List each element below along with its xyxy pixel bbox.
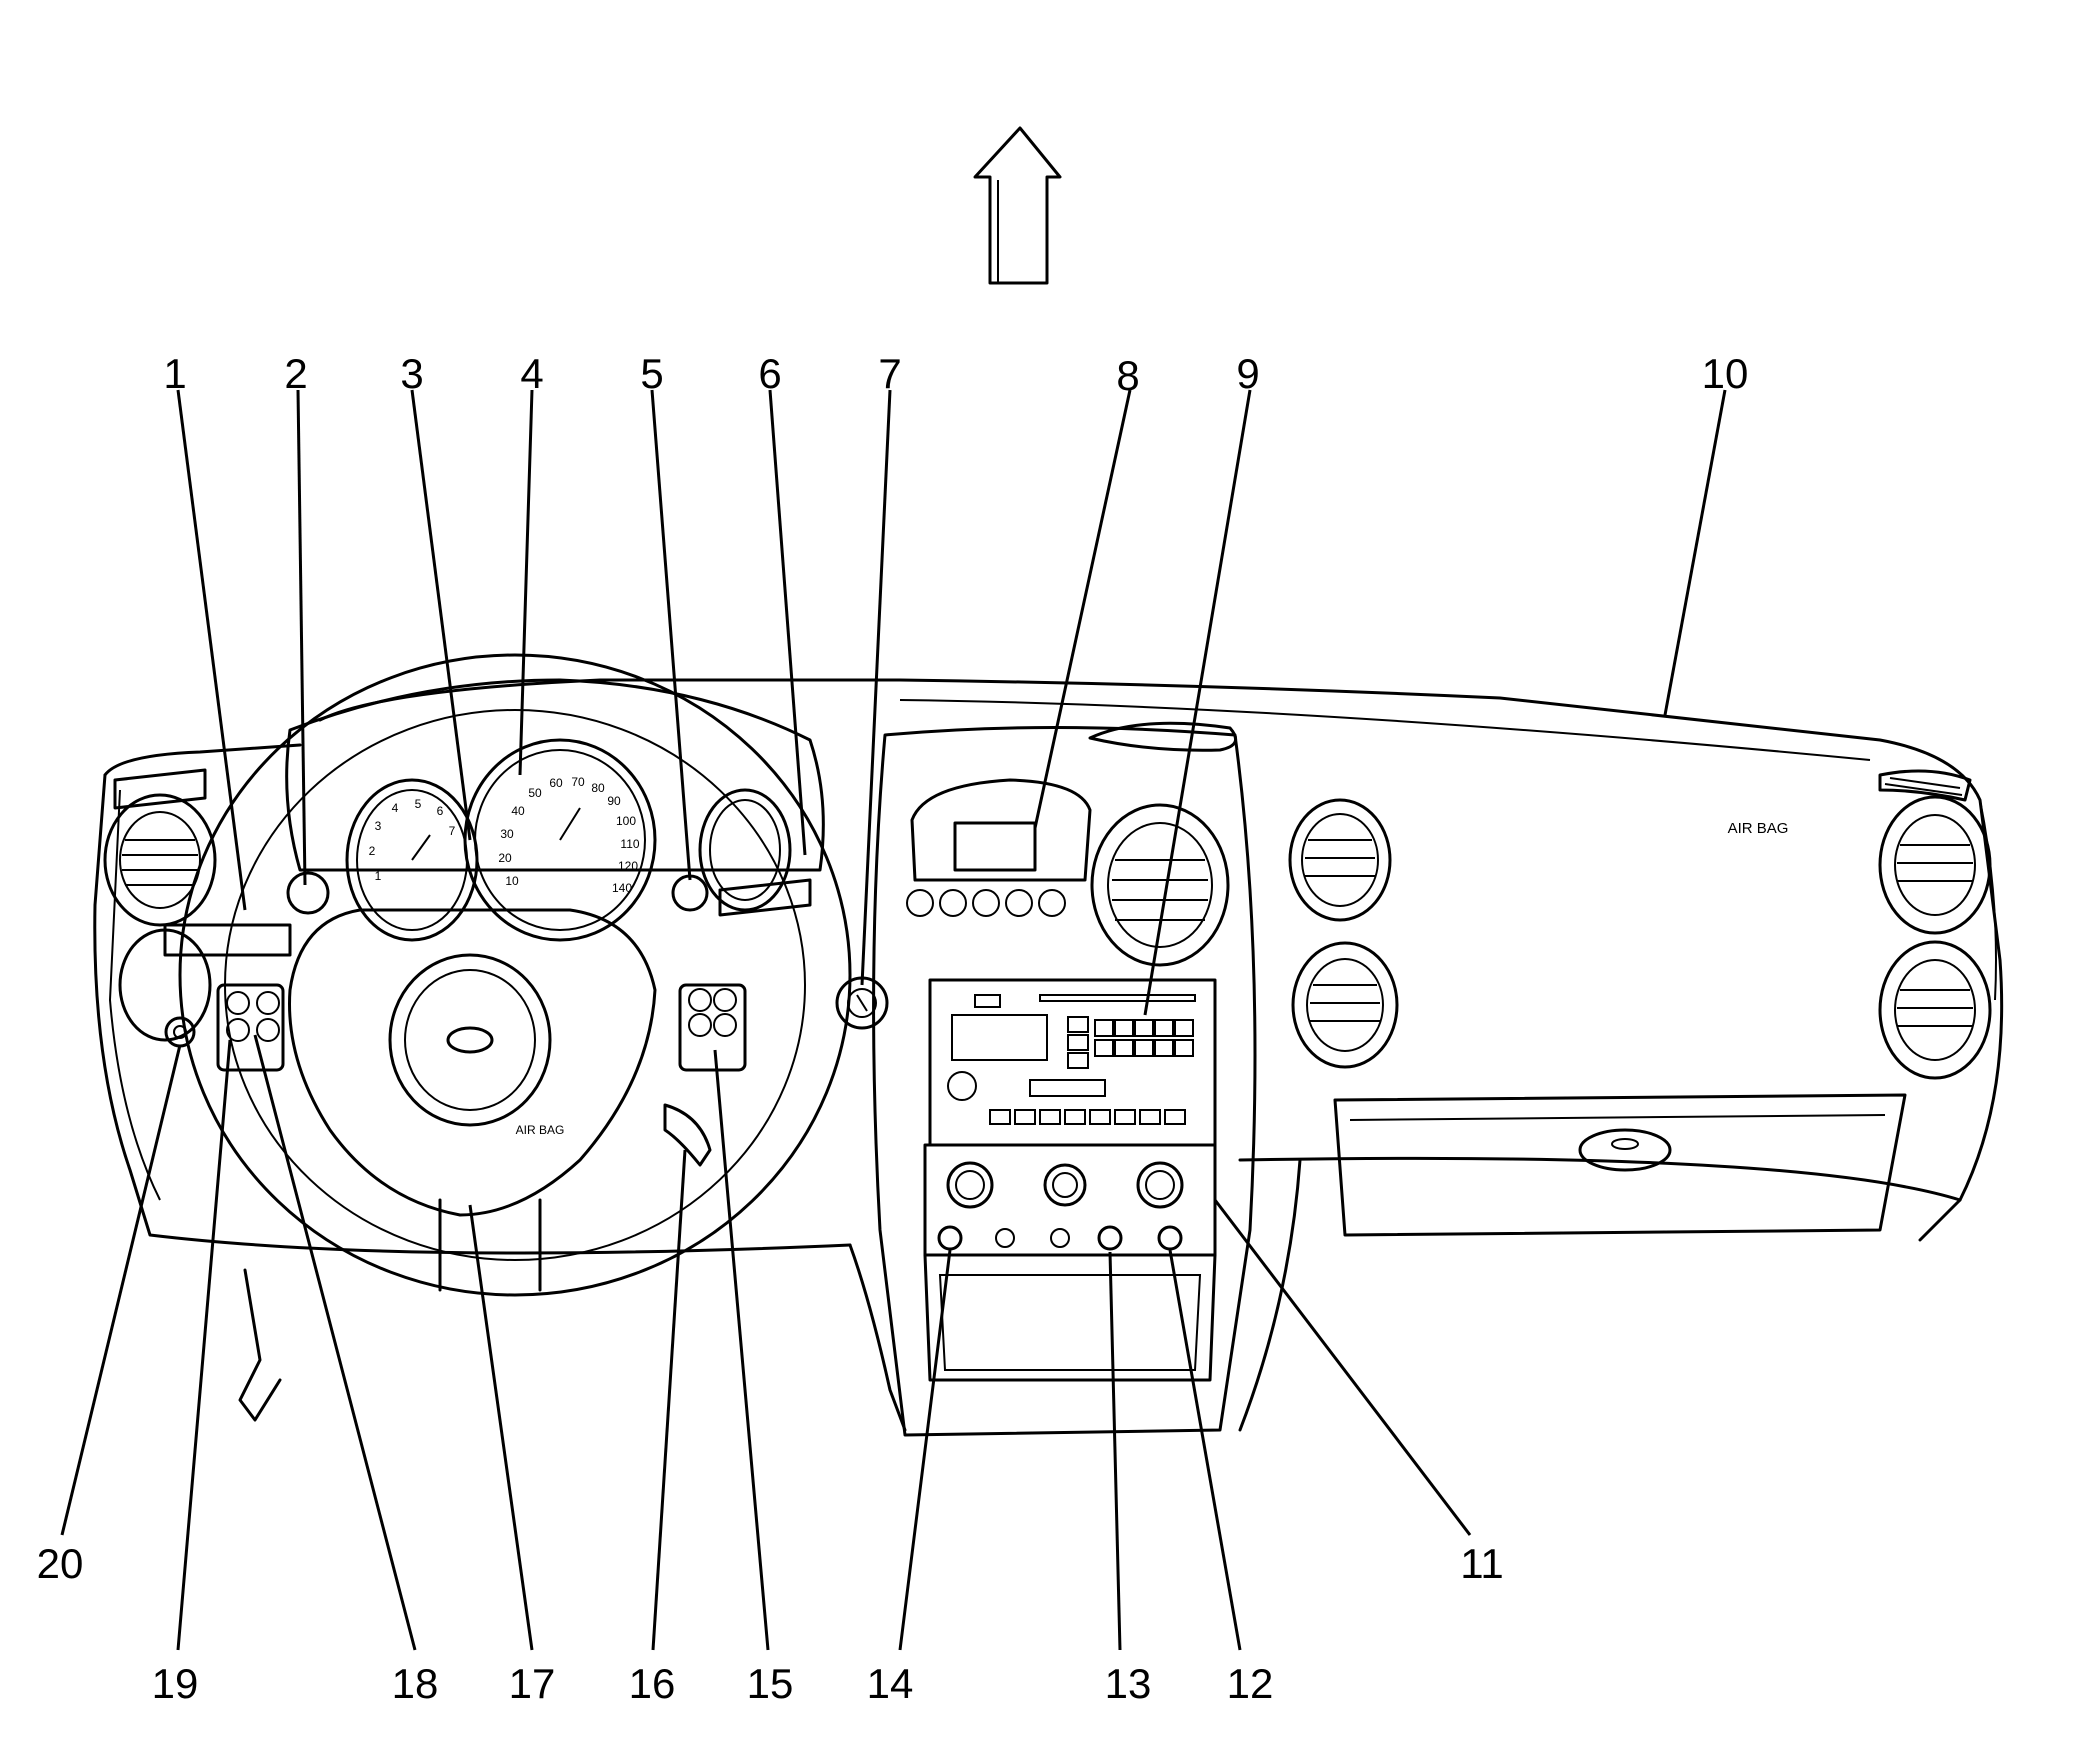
- speedo-num-70: 70: [571, 775, 585, 789]
- dashboard-outline: [93, 678, 2004, 1432]
- hvac-controls[interactable]: [923, 1143, 1217, 1257]
- callout-10: 10: [1702, 350, 1749, 397]
- tach-num-4: 4: [392, 801, 399, 815]
- center-left-vent: [1090, 803, 1230, 967]
- callout-17: 17: [509, 1660, 556, 1707]
- tach-num-6: 6: [437, 804, 444, 818]
- steering-wheel[interactable]: AIR BAG: [163, 653, 852, 1422]
- wheel-airbag-label: AIR BAG: [516, 1123, 565, 1137]
- callout-18: 18: [392, 1660, 439, 1707]
- speedo-num-140: 140: [612, 881, 632, 895]
- speedo-num-110: 110: [620, 837, 639, 851]
- callout-8: 8: [1116, 352, 1139, 399]
- callout-4: 4: [520, 350, 543, 397]
- callout-12: 12: [1227, 1660, 1274, 1707]
- callout-15: 15: [747, 1660, 794, 1707]
- tach-num-5: 5: [415, 797, 422, 811]
- forward-arrow-icon: [973, 126, 1062, 285]
- speedo-num-30: 30: [500, 827, 514, 841]
- left-outer-vent: [103, 768, 217, 1042]
- callout-14: 14: [867, 1660, 914, 1707]
- tach-num-3: 3: [375, 819, 382, 833]
- speedo-num-10: 10: [505, 874, 519, 888]
- callout-9: 9: [1236, 350, 1259, 397]
- callout-7: 7: [878, 350, 901, 397]
- callout-13: 13: [1105, 1660, 1152, 1707]
- dic-buttons[interactable]: [906, 889, 1066, 917]
- speedo-num-120: 120: [618, 859, 638, 873]
- passenger-airbag-text: AIR BAG: [1728, 820, 1789, 837]
- ignition-switch[interactable]: [835, 976, 889, 1030]
- callout-6: 6: [758, 350, 781, 397]
- radio-unit[interactable]: [928, 978, 1217, 1147]
- callout-3: 3: [400, 350, 423, 397]
- callout-numbers: 1 2 3 4 5 6 7 8 9 10 11 12 13 14 15 16 1…: [37, 350, 1749, 1707]
- speedo-num-20: 20: [498, 851, 512, 865]
- leader-lines: [60, 389, 1727, 1651]
- tach-num-1: 1: [375, 869, 382, 883]
- callout-16: 16: [629, 1660, 676, 1707]
- center-stack: [872, 726, 1257, 1437]
- right-outer-vents: [1878, 795, 1992, 1080]
- callout-5: 5: [640, 350, 663, 397]
- callout-2: 2: [284, 350, 307, 397]
- speedo-num-80: 80: [591, 781, 605, 795]
- callout-1: 1: [163, 350, 186, 397]
- callout-11: 11: [1460, 1540, 1504, 1587]
- speedo-num-60: 60: [549, 776, 563, 790]
- instrument-cluster: 1 2 3 4 5 6 7 10 20 30 40 50 60 70 80 90…: [285, 678, 825, 942]
- tach-num-7: 7: [449, 824, 456, 838]
- speedo-num-50: 50: [528, 786, 542, 800]
- callout-20: 20: [37, 1540, 84, 1587]
- callout-19: 19: [152, 1660, 199, 1707]
- center-right-vents: [1288, 798, 1399, 1069]
- speedo-num-90: 90: [607, 794, 621, 808]
- tach-num-2: 2: [369, 844, 376, 858]
- speedo-num-40: 40: [511, 804, 525, 818]
- speedo-num-100: 100: [616, 814, 636, 828]
